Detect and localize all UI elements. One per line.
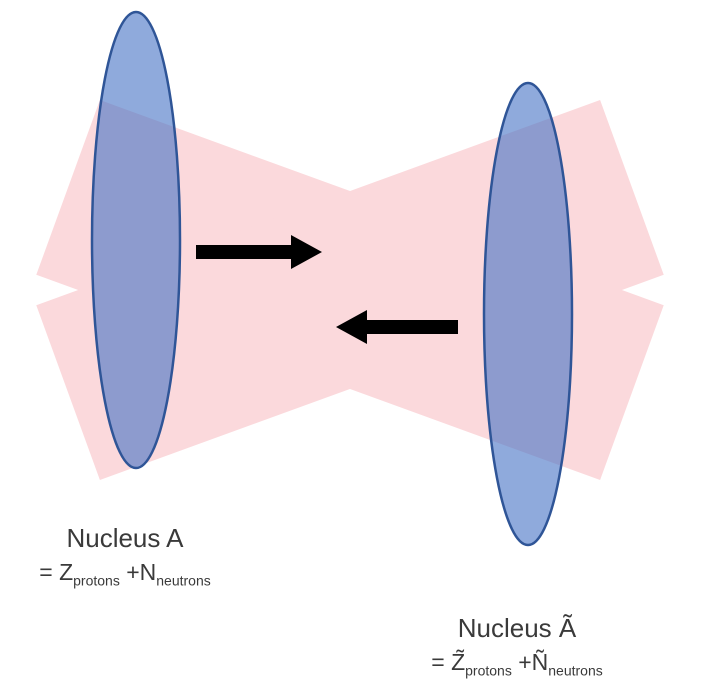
nucleus-b-ellipse xyxy=(482,81,574,547)
nucleus-b-formula: = Z̃protons +Ñneutrons xyxy=(412,647,622,679)
nucleus-b-formula-mid: +Ñ xyxy=(511,649,549,675)
nucleus-a-formula: = Zprotons +Nneutrons xyxy=(20,557,230,589)
nucleus-a-ellipse xyxy=(90,10,182,470)
nucleus-b-title: Nucleus Ã xyxy=(457,613,577,643)
arrow-right-icon xyxy=(196,235,322,269)
nucleus-a-formula-sub2: neutrons xyxy=(156,572,211,589)
nucleus-a-formula-prefix: = Z xyxy=(39,559,74,585)
nucleus-b-formula-sub2: neutrons xyxy=(548,662,603,679)
nucleus-b-formula-prefix: = Z̃ xyxy=(431,649,466,675)
arrow-left-icon xyxy=(336,310,458,344)
nucleus-a-formula-sub1: protons xyxy=(73,572,120,589)
nucleus-b-formula-sub1: protons xyxy=(465,662,512,679)
nucleus-a-formula-mid: +N xyxy=(119,559,157,585)
nucleus-a-label: Nucleus A = Zprotons +Nneutrons xyxy=(20,522,230,589)
nucleus-a-title: Nucleus A xyxy=(66,523,184,553)
nucleus-b-label: Nucleus Ã = Z̃protons +Ñneutrons xyxy=(412,612,622,679)
